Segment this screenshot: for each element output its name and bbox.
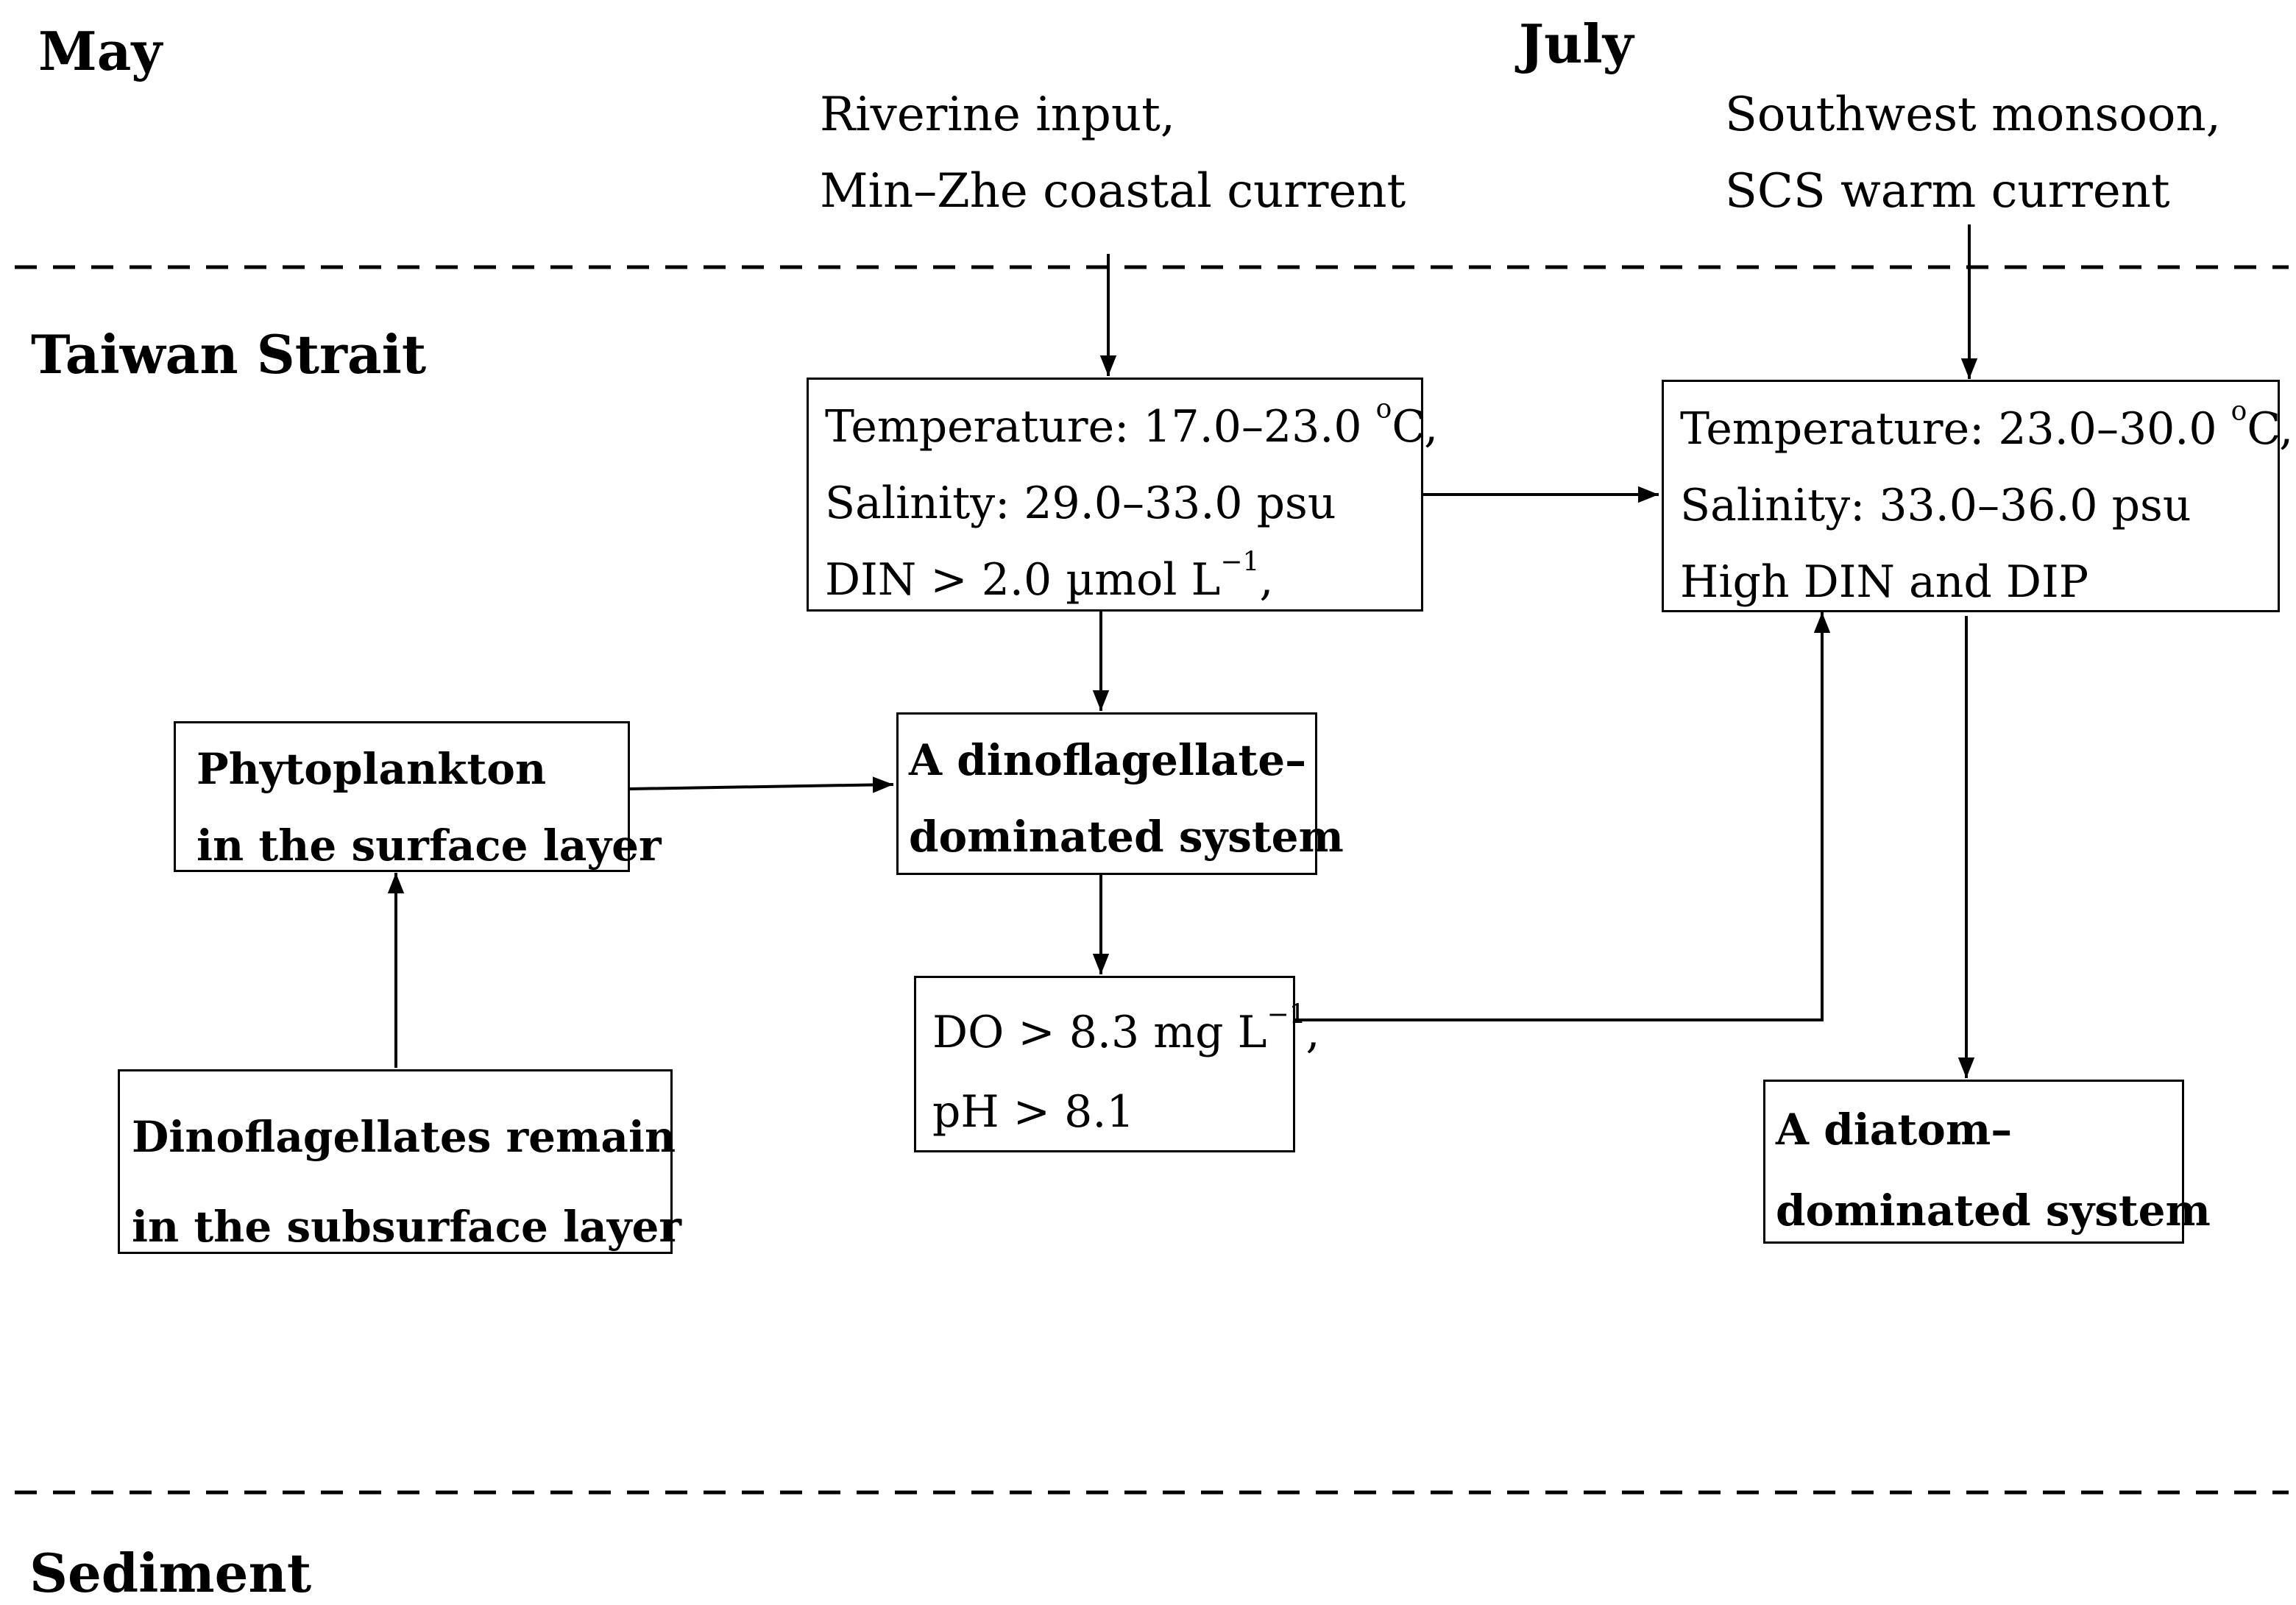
phytoplankton-line2: in the surface layer — [196, 821, 662, 871]
dinoflagellates-remain-line1: Dinoflagellates remain — [132, 1112, 676, 1162]
degree-symbol: o — [1375, 394, 1392, 425]
may-driver-text: Riverine input, Min–Zhe coastal current — [820, 77, 1406, 230]
july-temperature-value: Temperature: 23.0–30.0 — [1680, 403, 2231, 455]
dinoflagellate-system-box: A dinoflagellate– dominated system — [896, 712, 1344, 875]
header-may: May — [38, 20, 163, 82]
phytoplankton-line1: Phytoplankton — [196, 744, 547, 794]
dinoflagellate-system-line2: dominated system — [909, 812, 1344, 862]
may-temperature-value: Temperature: 17.0–23.0 — [825, 401, 1376, 453]
phytoplankton-box: Phytoplankton in the surface layer — [174, 721, 662, 872]
header-july: July — [1519, 13, 1634, 75]
degree-symbol: o — [2231, 396, 2247, 427]
july-nutrients: High DIN and DIP — [1680, 556, 2089, 608]
do-value: DO > 8.3 mg L−1, — [932, 993, 1320, 1072]
do-exponent: −1 — [1266, 999, 1306, 1030]
may-din: DIN > 2.0 µmol L−1, — [825, 542, 1421, 618]
july-driver-line2: SCS warm current — [1725, 164, 2170, 219]
diatom-system-line2: dominated system — [1776, 1186, 2211, 1236]
may-din-end: , — [1259, 554, 1274, 606]
july-driver-line1: Southwest monsoon, — [1725, 88, 2221, 142]
july-temperature-unit: C, — [2247, 403, 2294, 455]
arrow-do-ph-to-july-conditions — [1295, 612, 1831, 1021]
dinoflagellate-system-line1: A dinoflagellate– — [909, 735, 1307, 785]
ph-value: pH > 8.1 — [932, 1086, 1135, 1138]
diatom-system-line1: A diatom– — [1776, 1105, 2013, 1155]
may-conditions-box: Temperature: 17.0–23.0 oC, Salinity: 29.… — [807, 378, 1438, 612]
arrow-phytoplankton-to-dinoflagellate — [629, 776, 894, 793]
do-ph-box: DO > 8.3 mg L−1, pH > 8.1 — [914, 976, 1320, 1152]
may-din-value: DIN > 2.0 µmol L — [825, 554, 1221, 606]
do-value-main: DO > 8.3 mg L — [932, 1007, 1267, 1058]
header-sediment: Sediment — [29, 1542, 312, 1604]
may-driver-line1: Riverine input, — [820, 88, 1176, 142]
july-conditions-box: Temperature: 23.0–30.0 oC, Salinity: 33.… — [1662, 380, 2293, 612]
dinoflagellates-remain-box: Dinoflagellates remain in the subsurface… — [118, 1069, 681, 1254]
may-temperature-unit: C, — [1392, 401, 1439, 453]
july-temperature: Temperature: 23.0–30.0 oC, — [1680, 391, 2293, 467]
header-taiwan-strait: Taiwan Strait — [31, 323, 427, 386]
july-driver-text: Southwest monsoon, SCS warm current — [1725, 77, 2221, 230]
may-din-exponent: −1 — [1220, 547, 1260, 578]
may-driver-line2: Min–Zhe coastal current — [820, 164, 1406, 219]
july-salinity: Salinity: 33.0–36.0 psu — [1680, 480, 2192, 531]
do-end: , — [1305, 1007, 1320, 1058]
may-temperature: Temperature: 17.0–23.0 oC, — [825, 389, 1438, 465]
dinoflagellates-remain-line2: in the subsurface layer — [132, 1202, 681, 1252]
may-salinity: Salinity: 29.0–33.0 psu — [825, 478, 1336, 529]
diatom-system-box: A diatom– dominated system — [1763, 1080, 2211, 1244]
